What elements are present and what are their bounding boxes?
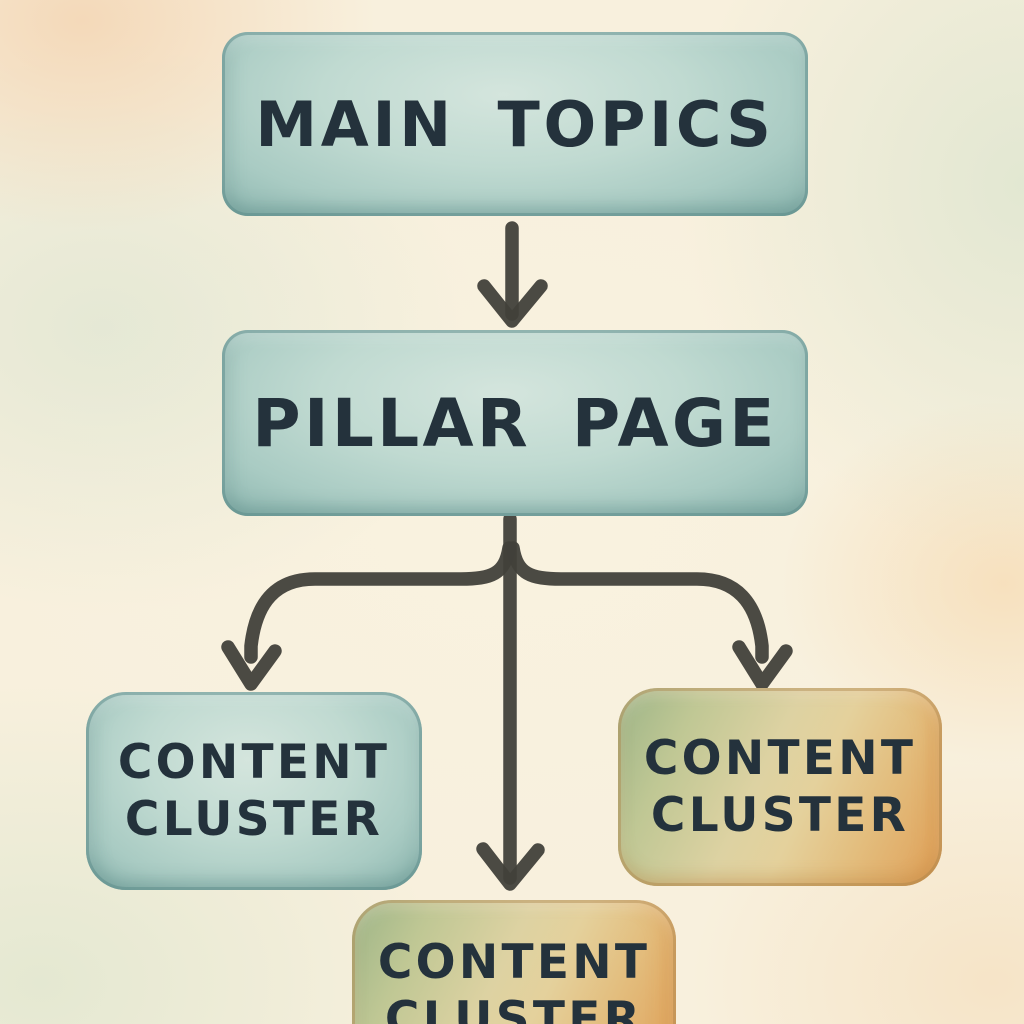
arrow-pillar-to-left-cluster xyxy=(221,541,516,691)
node-content-cluster-bottom-label-line1: CONTENT xyxy=(377,935,651,990)
node-content-cluster-right-label-line1: CONTENT xyxy=(643,730,917,786)
node-pillar-page: PILLAR PAGE xyxy=(222,330,808,516)
node-pillar-page-label: PILLAR PAGE xyxy=(252,384,778,462)
node-content-cluster-left-label-line2: CLUSTER xyxy=(124,792,384,847)
arrow-main-to-pillar xyxy=(477,221,548,328)
node-content-cluster-left-label-line1: CONTENT xyxy=(117,734,391,790)
node-content-cluster-right: CONTENT CLUSTER xyxy=(618,688,942,886)
node-main-topics-label: MAIN TOPICS xyxy=(255,87,775,161)
node-content-cluster-bottom-label-line2: CLUSTER xyxy=(384,992,644,1024)
node-content-cluster-bottom: CONTENT CLUSTER xyxy=(352,900,676,1024)
node-main-topics: MAIN TOPICS xyxy=(222,32,808,216)
node-content-cluster-left: CONTENT CLUSTER xyxy=(86,692,422,890)
arrow-pillar-to-right-cluster xyxy=(506,541,793,691)
arrow-pillar-to-bottom-cluster xyxy=(476,512,545,891)
node-content-cluster-right-label-line2: CLUSTER xyxy=(650,788,910,843)
